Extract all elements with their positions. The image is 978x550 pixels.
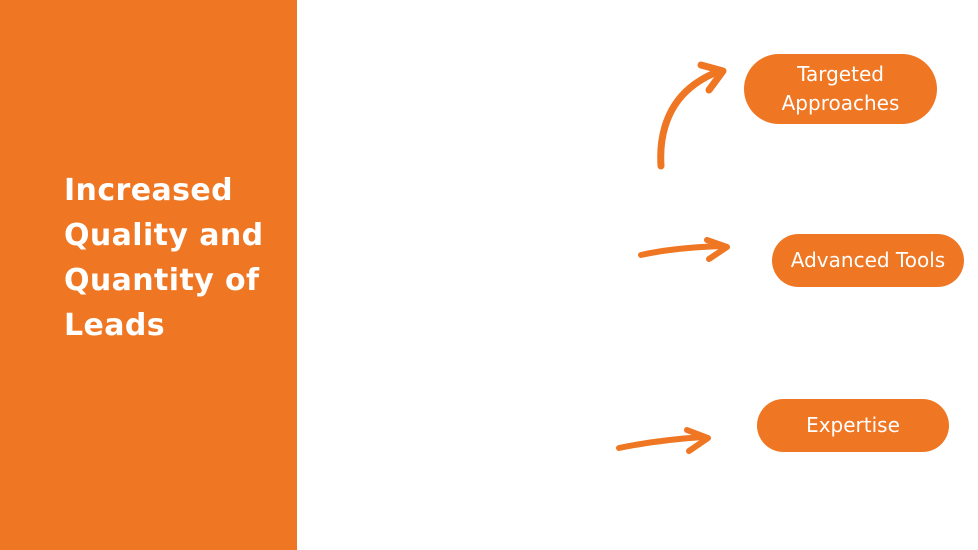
page-title: Increased Quality and Quantity of Leads [64,173,264,343]
curved-arrow-icon-1 [657,61,727,170]
pill-label: Targeted Approaches [781,62,900,115]
content-area: Targeted Approaches Advanced Tools Exper… [297,0,978,550]
straight-arrow-icon-2 [638,237,730,262]
pill-expertise[interactable]: Expertise [757,399,949,452]
pill-targeted-approaches[interactable]: Targeted Approaches [744,54,937,124]
curved-arrow-icon-3 [616,427,711,454]
pill-advanced-tools[interactable]: Advanced Tools [772,234,964,287]
pill-label: Expertise [806,413,900,437]
pill-label: Advanced Tools [790,248,946,272]
left-color-panel: Increased Quality and Quantity of Leads [0,0,297,550]
